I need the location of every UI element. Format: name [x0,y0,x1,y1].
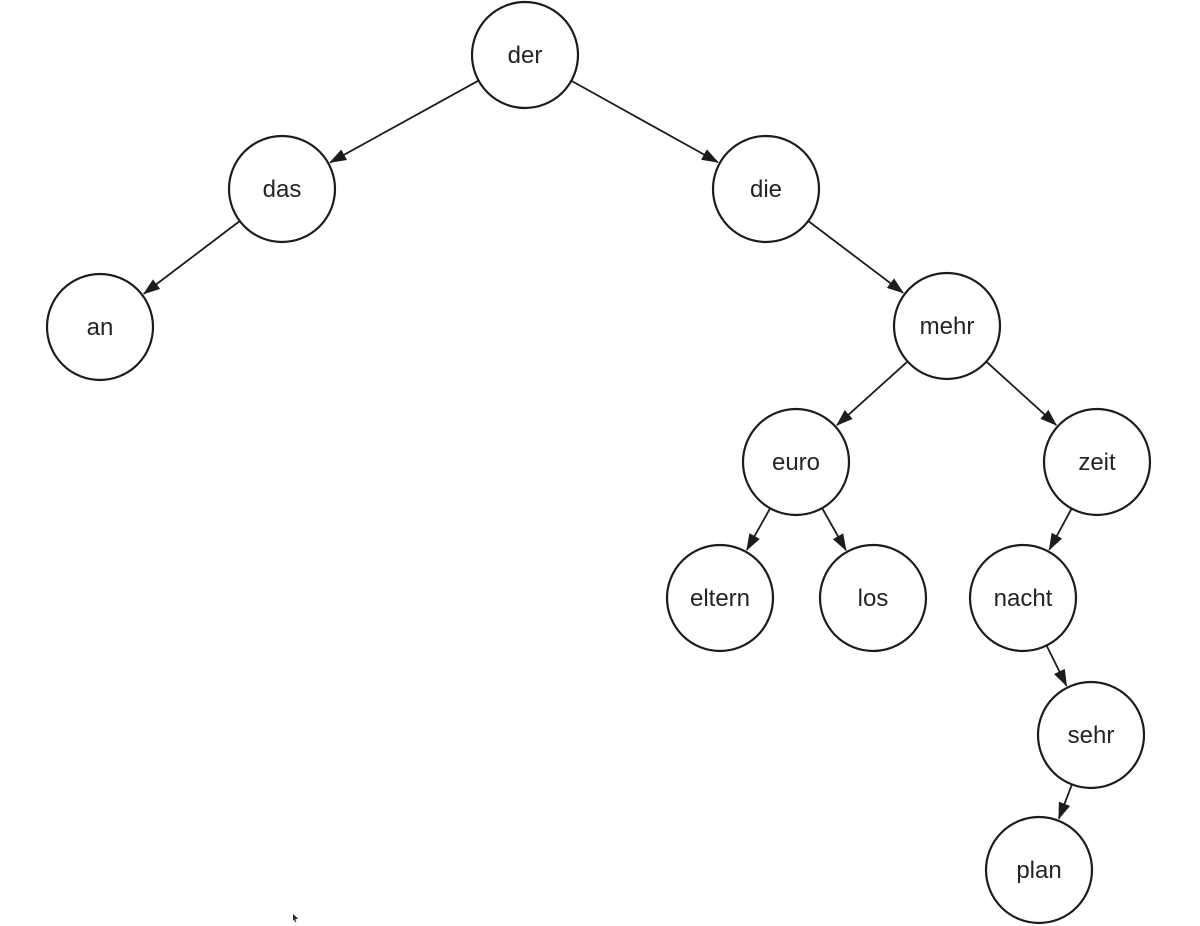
edge-mehr-zeit [985,360,1057,426]
tree-node-euro: euro [741,407,851,517]
node-label-euro: euro [772,449,820,476]
node-circle-eltern [665,543,775,653]
node-circle-sehr [1036,680,1146,790]
tree-node-mehr: mehr [892,271,1002,381]
edge-das-an [143,220,241,295]
edge-der-das [329,79,480,164]
node-circle-plan [984,815,1094,925]
tree-node-das: das [227,134,337,244]
node-circle-an [45,272,155,382]
node-label-die: die [750,176,782,203]
edge-euro-los [821,507,847,552]
edges-layer [143,79,1073,820]
edge-der-die [570,79,719,164]
node-circle-mehr [892,271,1002,381]
node-circle-nacht [968,543,1078,653]
node-circle-los [818,543,928,653]
edge-die-mehr [807,220,904,294]
edge-nacht-sehr [1045,645,1068,687]
edge-euro-eltern [746,507,771,551]
node-label-zeit: zeit [1078,449,1116,476]
node-circle-die [711,134,821,244]
tree-node-los: los [818,543,928,653]
tree-node-nacht: nacht [968,543,1078,653]
node-label-plan: plan [1016,857,1061,884]
node-circle-der [470,0,580,110]
nodes-layer: der das die an mehr euro zeit eltern los nacht seh… [45,0,1152,925]
tree-node-die: die [711,134,821,244]
node-label-das: das [263,176,302,203]
node-label-eltern: eltern [690,585,750,612]
tree-node-sehr: sehr [1036,680,1146,790]
node-label-an: an [87,314,114,341]
node-circle-euro [741,407,851,517]
node-circle-das [227,134,337,244]
tree-node-plan: plan [984,815,1094,925]
edge-sehr-plan [1057,784,1073,820]
tree-node-der: der [470,0,580,110]
node-label-los: los [858,585,889,612]
edge-mehr-euro [836,360,909,426]
node-label-sehr: sehr [1068,722,1115,749]
node-circle-zeit [1042,407,1152,517]
node-label-nacht: nacht [994,585,1053,612]
tree-node-eltern: eltern [665,543,775,653]
node-label-der: der [508,42,543,69]
node-label-mehr: mehr [920,313,975,340]
tree-node-an: an [45,272,155,382]
edge-zeit-nacht [1048,508,1073,551]
tree-node-zeit: zeit [1042,407,1152,517]
cursor-artifact [293,914,298,922]
